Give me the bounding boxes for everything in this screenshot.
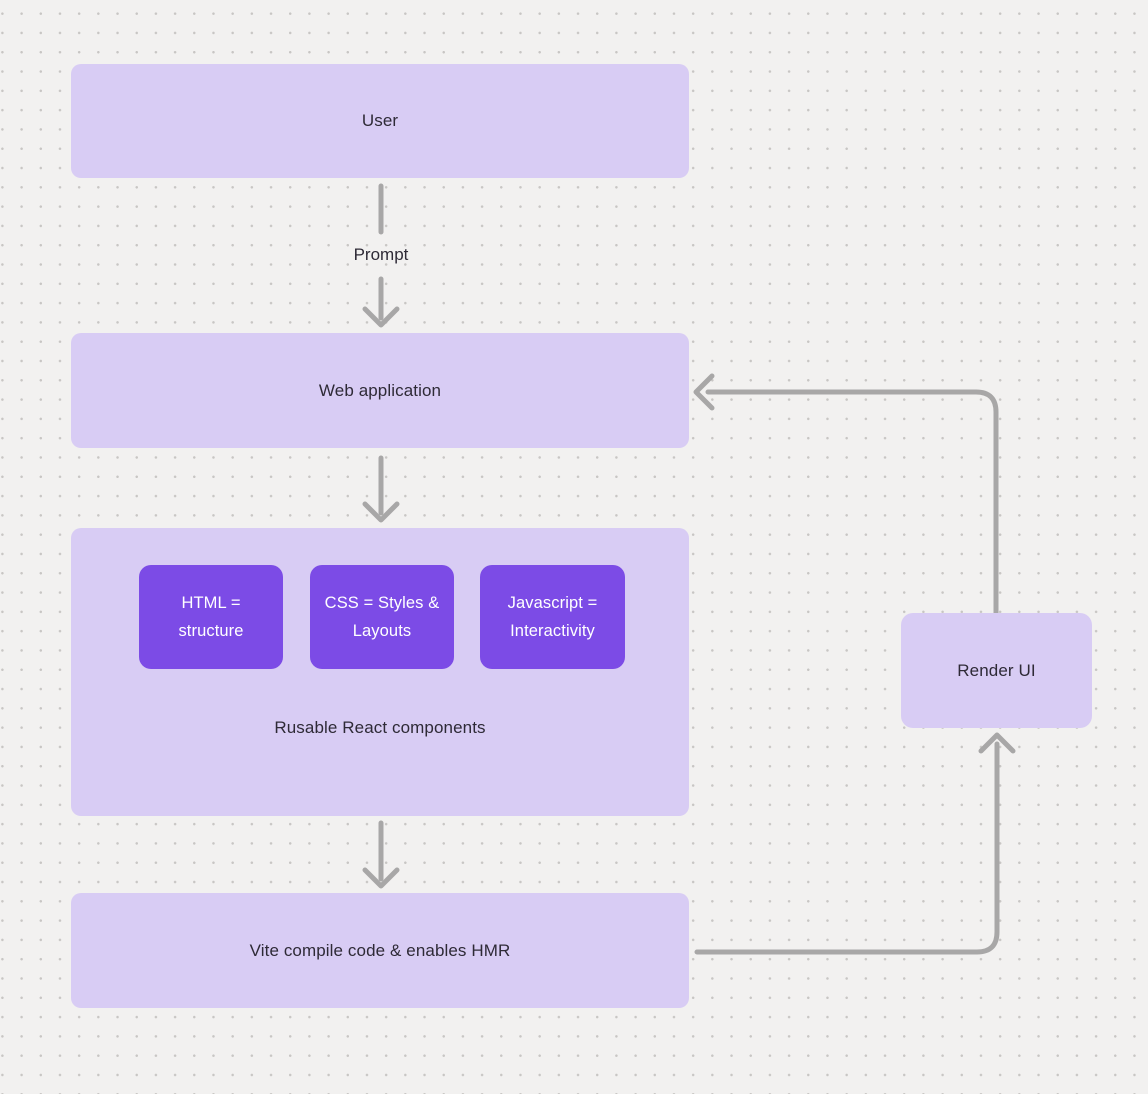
connector-segment[interactable]: [705, 389, 999, 616]
connector-segment[interactable]: [694, 741, 1000, 955]
arrowhead-down-icon: [362, 867, 400, 889]
connector-label-prompt[interactable]: Prompt: [353, 245, 409, 264]
chip-javascript-interactivity-label: Javascript = Interactivity: [507, 594, 598, 640]
chip-html-structure-label: HTML = structure: [178, 594, 244, 640]
arrowhead-down-icon: [362, 501, 400, 523]
node-web-application-label: Web application: [318, 380, 442, 400]
react-group-caption: Rusable React components: [274, 718, 486, 737]
chip-css-styles-label: CSS = Styles & Layouts: [324, 594, 440, 640]
arrowhead-down-icon: [362, 306, 400, 328]
connector-user-to-webapp[interactable]: [362, 183, 400, 328]
node-vite[interactable]: Vite compile code & enables HMR: [71, 893, 689, 1008]
node-react-components-group[interactable]: HTML = structure CSS = Styles & Layouts …: [71, 528, 689, 816]
connector-group-to-vite[interactable]: [362, 820, 400, 889]
node-user[interactable]: User: [71, 64, 689, 178]
arrowhead-left-icon: [693, 373, 715, 411]
node-web-application[interactable]: Web application: [71, 333, 689, 448]
node-render-ui-label: Render UI: [957, 660, 1036, 680]
arrowhead-up-icon: [978, 732, 1016, 754]
connector-vite-to-render-ui[interactable]: [694, 732, 1016, 955]
chip-javascript-interactivity[interactable]: Javascript = Interactivity: [480, 565, 625, 669]
node-render-ui[interactable]: Render UI: [901, 613, 1092, 728]
chip-css-styles[interactable]: CSS = Styles & Layouts: [310, 565, 454, 669]
connector-render-ui-to-webapp[interactable]: [693, 373, 999, 616]
chip-html-structure[interactable]: HTML = structure: [139, 565, 283, 669]
node-vite-label: Vite compile code & enables HMR: [249, 940, 511, 960]
node-user-label: User: [361, 111, 399, 130]
connector-webapp-to-group[interactable]: [362, 455, 400, 523]
